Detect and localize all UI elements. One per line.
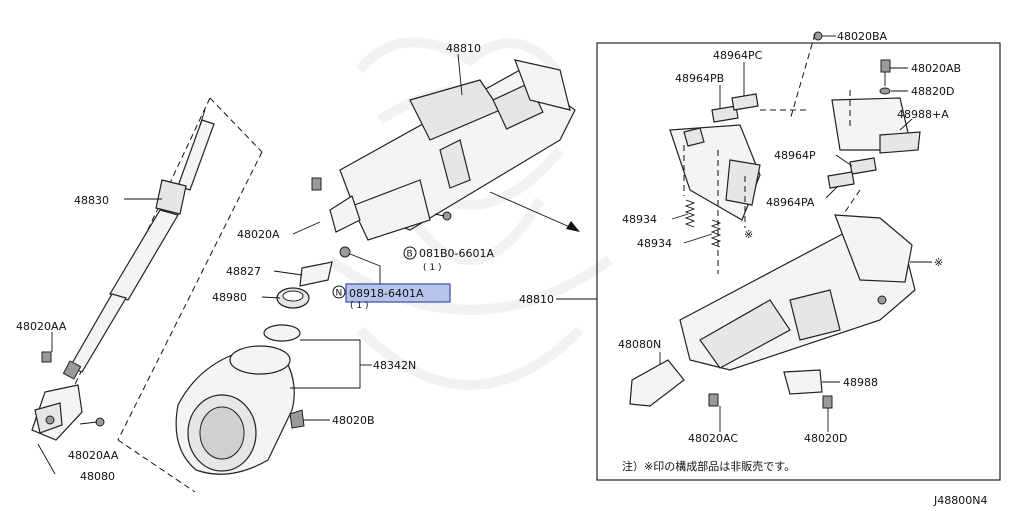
bolt-48020AA-bottom [79, 417, 105, 427]
spring-48934-upper [684, 199, 696, 228]
diagram-code: J48800N4 [933, 494, 987, 507]
label-48830: 48830 [74, 194, 109, 207]
mark-upper-bracket: ※ [744, 228, 753, 241]
bolt-48020D [822, 395, 833, 409]
label-48810-right: 48810 [519, 293, 554, 306]
label-48020AA-bottom: 48020AA [68, 449, 119, 462]
right-leader-lines [556, 35, 932, 432]
label-48827: 48827 [226, 265, 261, 278]
label-48020A: 48020A [237, 228, 280, 241]
callout-081B0-letter: B [407, 250, 413, 260]
joint-48080N [629, 359, 685, 407]
bolt-48020A [311, 177, 322, 191]
label-48020AA-top: 48020AA [16, 320, 67, 333]
label-08918-qty: ( 1 ) [350, 301, 368, 311]
nut-48020BA [813, 31, 823, 41]
mark-column: ※ [934, 256, 943, 269]
label-48810-top: 48810 [446, 42, 481, 55]
joint-48080-left [329, 195, 361, 233]
shim-48964P [849, 157, 877, 175]
label-48964P: 48964P [774, 149, 816, 162]
label-48964PA: 48964PA [766, 196, 815, 209]
right-assembly-frame [596, 42, 1001, 481]
label-48020D: 48020D [804, 432, 847, 445]
callout-08918: N 08918-6401A ( 1 ) [332, 283, 451, 311]
label-08918-6401A: 08918-6401A [349, 287, 424, 300]
label-48964PB: 48964PB [675, 72, 724, 85]
lower-joint-48080 [31, 384, 83, 441]
upper-bracket-left [669, 124, 761, 221]
note-not-for-sale: 注）※印の構成部品は非販売です。 [622, 459, 795, 473]
label-48980: 48980 [212, 291, 247, 304]
direction-arrow [489, 191, 580, 232]
label-48934-lower: 48934 [637, 237, 672, 250]
label-48020BA: 48020BA [837, 30, 888, 43]
label-48988: 48988 [843, 376, 878, 389]
label-081B0-6601A: 081B0-6601A [419, 247, 495, 260]
grommet-48980 [276, 287, 310, 309]
steering-column-48810-left [339, 59, 576, 241]
column-cover-48342N [175, 324, 301, 475]
bolt-48020AC [708, 393, 719, 407]
label-48020B: 48020B [332, 414, 375, 427]
bracket-48988 [783, 369, 823, 395]
label-48934-upper: 48934 [622, 213, 657, 226]
label-48342N: 48342N [373, 359, 416, 372]
upper-bracket-right [831, 97, 921, 154]
left-leader-lines [37, 53, 463, 475]
steering-column-48810-right [679, 214, 916, 371]
bolt-48020AA-top [41, 351, 52, 363]
callout-081B0: B 081B0-6601A ( 1 ) [403, 246, 495, 273]
shim-48964PB [711, 105, 739, 123]
label-48820D: 48820D [911, 85, 954, 98]
nut-08918 [339, 246, 351, 258]
label-48020AC: 48020AC [688, 432, 738, 445]
highlight-08918 [345, 283, 451, 303]
label-48988A: 48988+A [897, 108, 949, 121]
spring-48934-lower [710, 219, 722, 248]
label-081B0-qty: ( 1 ) [423, 263, 441, 273]
intermediate-shaft-48830 [62, 109, 215, 380]
shim-48964PC [731, 93, 759, 111]
clip-48827 [299, 261, 333, 287]
label-48020AB: 48020AB [911, 62, 961, 75]
callout-08918-letter: N [336, 289, 343, 299]
label-48080N: 48080N [618, 338, 661, 351]
shim-48964PA [827, 171, 855, 189]
bolt-48020AB [880, 59, 891, 86]
right-dashed-guides [683, 33, 861, 274]
clip-48020B [289, 409, 305, 429]
label-48964PC: 48964PC [713, 49, 763, 62]
label-48080: 48080 [80, 470, 115, 483]
washer-48820D [879, 87, 891, 95]
